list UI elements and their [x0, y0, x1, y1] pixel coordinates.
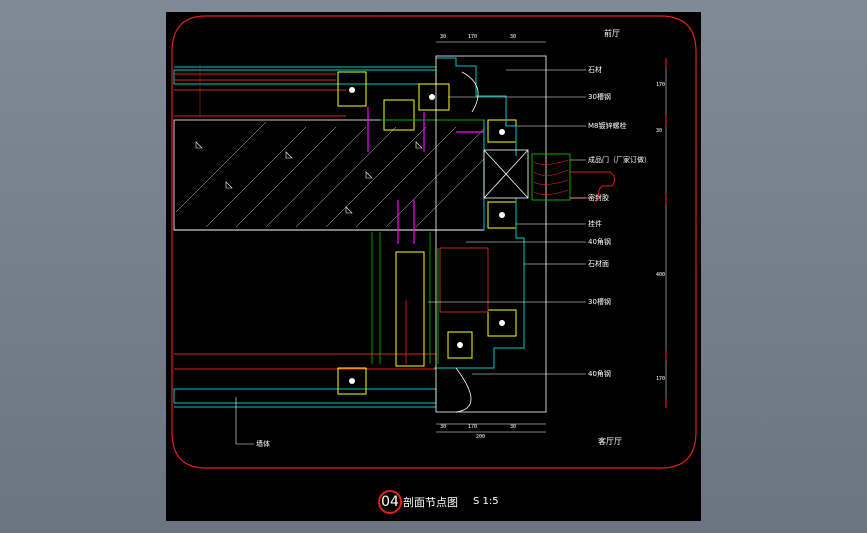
label-stone-face: 石材面 [588, 260, 609, 268]
stone-facing [434, 57, 525, 369]
label-wall: 墙体 [256, 440, 270, 448]
bottom-wall-layers [173, 353, 437, 445]
dim-right-2: 30 [656, 128, 663, 134]
steel-frame [371, 119, 484, 364]
label-stone: 石材 [588, 66, 602, 74]
dim-top-1: 30 [440, 34, 447, 40]
label-channel-30-b: 30槽钢 [588, 298, 611, 306]
top-wall-layers [173, 66, 437, 117]
label-door: 成品门（厂家订做） [588, 156, 651, 164]
label-sealant: 密封胶 [588, 194, 609, 202]
drawing-title: 剖面节点图 [403, 496, 458, 509]
label-bolt-m8: M8镀锌螺栓 [588, 122, 627, 130]
dim-right-4: 170 [656, 376, 666, 382]
dim-bottom-2: 170 [468, 424, 478, 430]
dim-bottom-4: 200 [476, 434, 486, 440]
room-bottom-label: 客厅厅 [598, 437, 622, 446]
dim-top-3: 30 [510, 34, 517, 40]
drawing-scale: S 1:5 [473, 496, 499, 507]
door-jamb-outline [435, 55, 547, 413]
dim-right-1: 170 [656, 82, 666, 88]
dim-right-3: 400 [656, 272, 666, 278]
concrete-wall [173, 119, 485, 231]
cavity-red [405, 247, 489, 364]
label-hanger: 挂件 [588, 220, 602, 228]
bolt-markers [349, 87, 505, 384]
label-channel-30: 30槽钢 [588, 93, 611, 101]
dim-top-2: 170 [468, 34, 478, 40]
section-drawing [171, 15, 697, 469]
door-leaf [531, 153, 615, 201]
anchor-bolts [367, 107, 484, 244]
drawing-number-badge: 04 [378, 490, 402, 514]
frame-border [171, 15, 697, 469]
label-angle-40: 40角钢 [588, 238, 611, 246]
dim-bottom-3: 30 [510, 424, 517, 430]
room-top-label: 前厅 [604, 29, 620, 38]
drawing-sheet: 前厅 客厅厅 石材 30槽钢 M8镀锌螺栓 成品门（厂家订做） 密封胶 挂件 4… [166, 12, 701, 521]
label-angle-40-b: 40角钢 [588, 370, 611, 378]
dim-bottom-1: 30 [440, 424, 447, 430]
leader-lines [428, 69, 586, 375]
